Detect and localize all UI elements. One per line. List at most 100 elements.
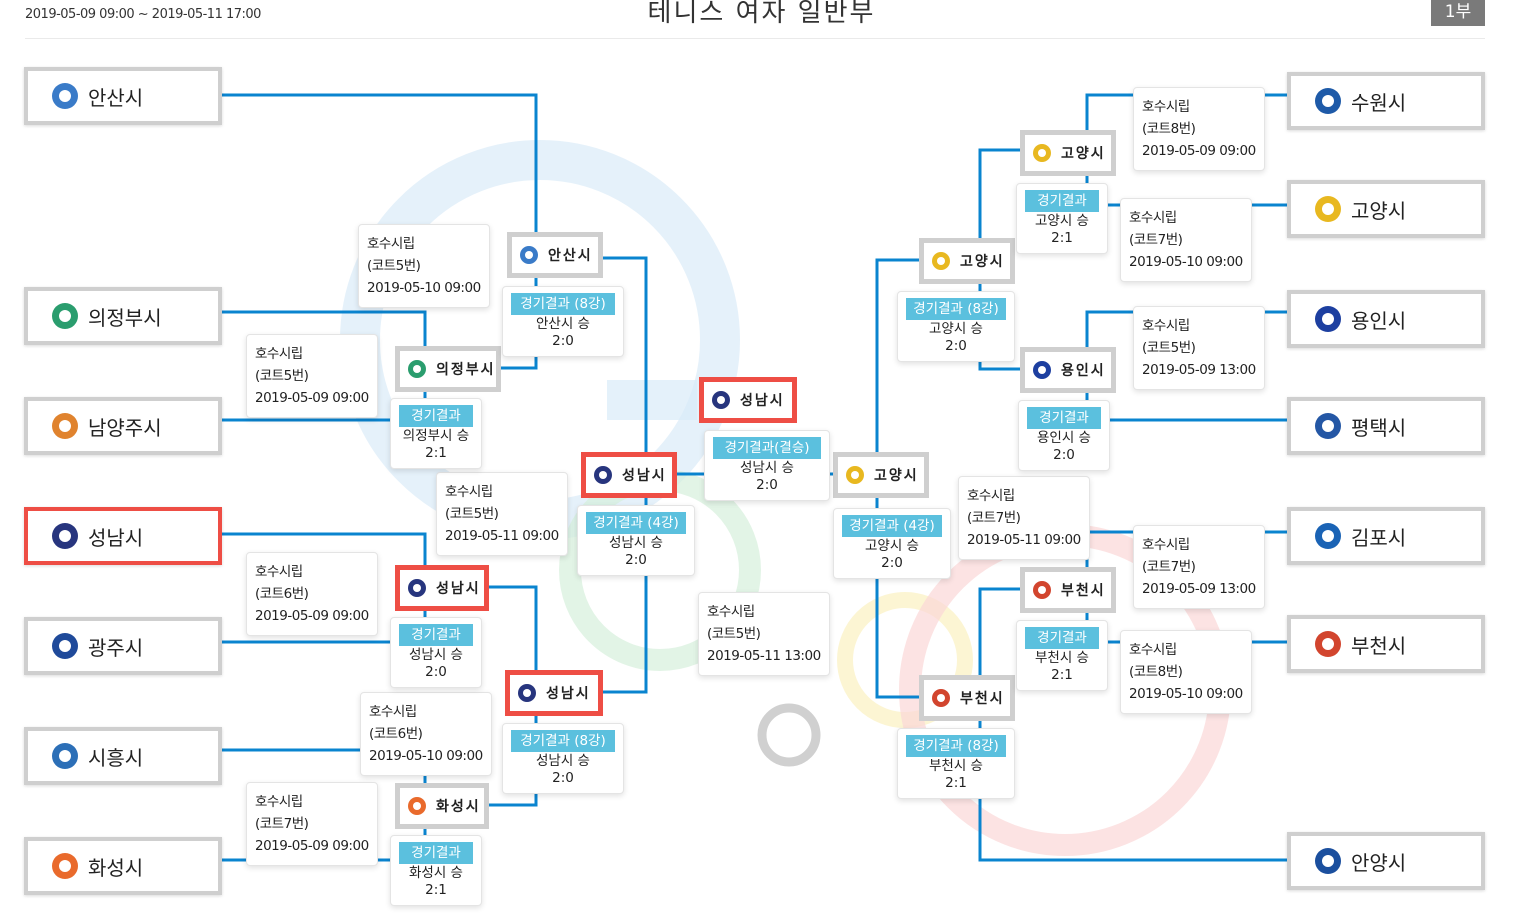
advancer-goyang-sf[interactable]: 고양시 [833,452,929,498]
team-pyeongtaek[interactable]: 평택시 [1287,397,1485,455]
advancer-ansan-qf[interactable]: 안산시 [507,232,603,278]
team-gwangju[interactable]: 광주시 [24,617,222,675]
namyangju-logo-icon [52,413,78,439]
match-time: 2019-05-09 09:00 [255,608,369,624]
match-time: 2019-05-11 09:00 [445,528,559,544]
suwon-logo-icon [1315,88,1341,114]
hwaseong-logo-icon [408,797,426,815]
match-info: 호수시립(코트5번)2019-05-10 09:00 [358,224,490,308]
team-gimpo[interactable]: 김포시 [1287,507,1485,565]
team-anyang[interactable]: 안양시 [1287,832,1485,890]
team-name: 부천시 [1351,633,1407,658]
team-uijeongbu[interactable]: 의정부시 [24,287,222,345]
result-winner: 고양시 승 [1035,213,1089,229]
result-winner: 화성시 승 [409,865,463,881]
venue: 호수시립 [255,346,303,362]
result-label: 경기결과(결승) [713,437,821,459]
goyang-logo-icon [1315,196,1341,222]
result-label: 경기결과 (8강) [511,730,615,752]
goyang-logo-icon [1033,144,1051,162]
date-range: 2019-05-09 09:00 ~ 2019-05-11 17:00 [25,7,261,22]
team-name: 평택시 [1351,415,1407,440]
result-label: 경기결과 [1025,627,1099,649]
result-winner: 성남시 승 [409,647,463,663]
result-score: 2:1 [945,775,967,791]
court: (코트7번) [255,816,309,832]
result-label: 경기결과 (4강) [586,512,686,534]
division-badge[interactable]: 1부 [1431,0,1485,26]
team-hwaseong[interactable]: 화성시 [24,837,222,895]
match-time: 2019-05-09 09:00 [255,390,369,406]
advancer-goyang-qf[interactable]: 고양시 [919,238,1015,284]
team-siheung[interactable]: 시흥시 [24,727,222,785]
result-label: 경기결과 [1027,407,1101,429]
champion-seongnam[interactable]: 성남시 [699,377,797,423]
venue: 호수시립 [1129,210,1177,226]
team-namyangju[interactable]: 남양주시 [24,397,222,455]
team-name: 의정부시 [436,362,496,378]
advancer-seongnam-sf[interactable]: 성남시 [581,452,677,498]
advancer-seongnam[interactable]: 성남시 [395,565,489,611]
result-score: 2:0 [881,555,903,571]
match-info: 호수시립(코트7번)2019-05-09 09:00 [246,782,378,866]
advancer-seongnam-qf[interactable]: 성남시 [505,670,603,716]
match-info: 호수시립(코트8번)2019-05-09 09:00 [1133,87,1265,171]
match-time: 2019-05-10 09:00 [367,280,481,296]
venue: 호수시립 [707,604,755,620]
result-score: 2:1 [1051,667,1073,683]
match-info: 호수시립(코트7번)2019-05-09 13:00 [1133,525,1265,609]
team-name: 안산시 [548,248,593,264]
match-info: 호수시립(코트5번)2019-05-09 09:00 [246,334,378,418]
match-time: 2019-05-09 09:00 [255,838,369,854]
court: (코트8번) [1142,121,1196,137]
bucheon-logo-icon [1033,581,1051,599]
advancer-bucheon[interactable]: 부천시 [1020,567,1116,613]
result-winner: 용인시 승 [1037,430,1091,446]
team-ansan[interactable]: 안산시 [24,67,222,125]
match-info: 호수시립(코트7번)2019-05-10 09:00 [1120,198,1252,282]
team-name: 부천시 [1061,583,1106,599]
team-bucheon[interactable]: 부천시 [1287,615,1485,673]
team-seongnam[interactable]: 성남시 [24,507,222,565]
match-info: 호수시립(코트5번)2019-05-11 13:00 [698,592,830,676]
team-name: 고양시 [1351,198,1407,223]
page-title: 테니스 여자 일반부 [647,0,876,28]
team-suwon[interactable]: 수원시 [1287,72,1485,130]
result-score: 2:1 [425,445,447,461]
team-name: 성남시 [546,686,591,702]
team-name: 안산시 [88,85,144,110]
match-time: 2019-05-11 09:00 [967,532,1081,548]
court: (코트7번) [1142,559,1196,575]
uijeongbu-logo-icon [52,303,78,329]
advancer-goyang[interactable]: 고양시 [1020,130,1116,176]
court: (코트8번) [1129,664,1183,680]
result-label: 경기결과 (8강) [906,298,1006,320]
court: (코트7번) [967,510,1021,526]
venue: 호수시립 [967,488,1015,504]
team-yongin[interactable]: 용인시 [1287,290,1485,348]
advancer-bucheon-qf[interactable]: 부천시 [919,675,1015,721]
team-name: 용인시 [1061,363,1106,379]
team-name: 화성시 [88,855,144,880]
advancer-yongin[interactable]: 용인시 [1020,347,1116,393]
advancer-uijeongbu[interactable]: 의정부시 [395,346,501,392]
advancer-hwaseong[interactable]: 화성시 [395,783,489,829]
goyang-logo-icon [846,466,864,484]
team-name: 화성시 [436,799,481,815]
team-goyang[interactable]: 고양시 [1287,180,1485,238]
court: (코트7번) [1129,232,1183,248]
match-info: 호수시립(코트5번)2019-05-11 09:00 [436,472,568,556]
